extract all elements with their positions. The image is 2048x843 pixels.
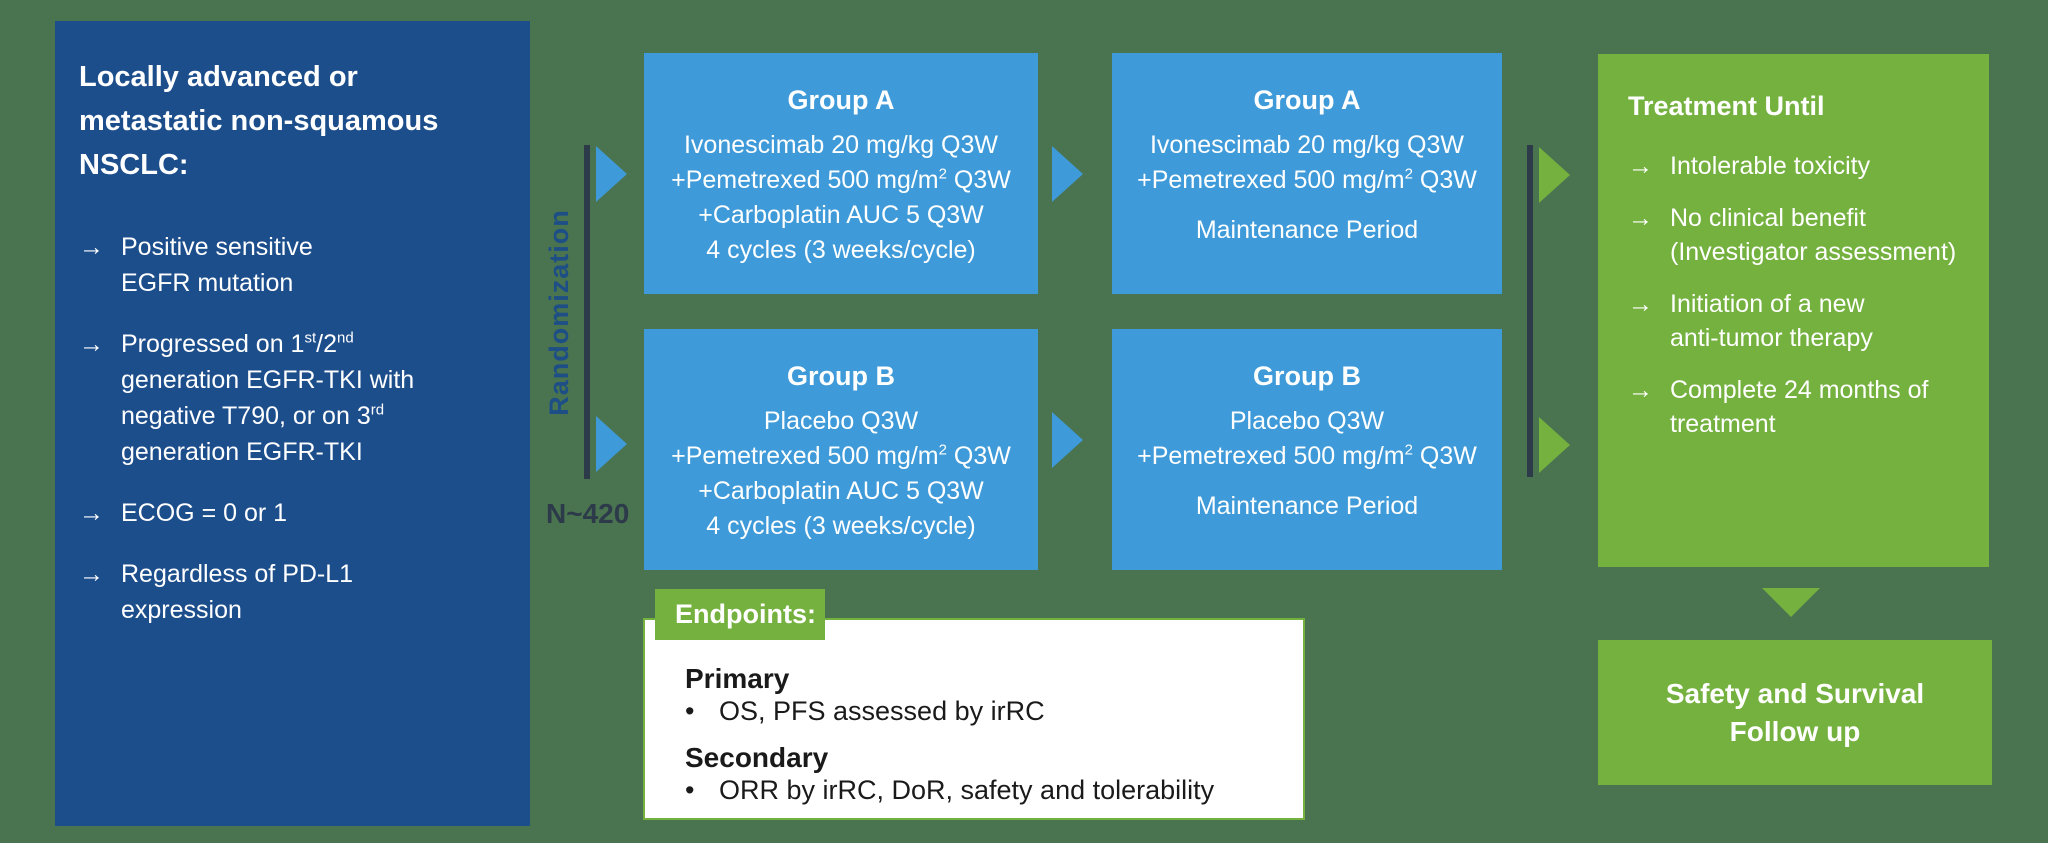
regimen-line: 4 cycles (3 weeks/cycle): [706, 512, 976, 540]
endpoints-tab: Endpoints:: [655, 589, 825, 640]
group-title: Group A: [787, 85, 895, 115]
regimen-line: Placebo Q3W: [763, 407, 919, 435]
eligibility-title-line: metastatic non-squamous: [79, 105, 439, 137]
bullet-line: Positive sensitive: [121, 233, 313, 261]
bullet-line: generation EGFR-TKI with: [121, 366, 415, 394]
eligibility-title: Locally advanced or metastatic non-squam…: [79, 55, 510, 187]
bullet-line: EGFR mutation: [121, 269, 294, 297]
regimen-line: +Carboplatin AUC 5 Q3W: [698, 201, 984, 229]
group-a-induction-box: Group A Ivonescimab 20 mg/kg Q3W +Pemetr…: [644, 53, 1038, 294]
eligibility-bullet: → ECOG = 0 or 1: [79, 495, 510, 531]
arrow-right-icon: →: [1628, 376, 1653, 404]
eligibility-bullet: → Positive sensitive EGFR mutation: [79, 229, 510, 301]
treatment-until-bullet: → Intolerable toxicity: [1628, 149, 1969, 183]
arrow-right-icon: →: [1628, 152, 1653, 180]
arrow-right-icon: →: [1628, 204, 1653, 232]
bullet-dot-icon: •: [685, 775, 695, 805]
endpoints-secondary-label: Secondary: [685, 742, 829, 773]
arrow-right-icon: →: [79, 330, 104, 358]
treatment-until-bullet: → Complete 24 months of treatment: [1628, 373, 1969, 441]
treatment-until-title: Treatment Until: [1628, 91, 1825, 121]
treatment-until-box: Treatment Until → Intolerable toxicity →…: [1598, 54, 1989, 567]
followup-line: Safety and Survival: [1665, 677, 1925, 709]
followup-line: Follow up: [1729, 715, 1861, 747]
group-title: Group B: [1253, 361, 1361, 391]
phase-label: Maintenance Period: [1195, 216, 1419, 244]
treatment-arrow-top-icon: [1539, 147, 1570, 203]
regimen-line: +Pemetrexed 500 mg/m2 Q3W: [1137, 165, 1477, 194]
eligibility-title-line: Locally advanced or: [79, 61, 358, 93]
regimen-line: +Carboplatin AUC 5 Q3W: [698, 477, 984, 505]
bullet-line: anti-tumor therapy: [1670, 324, 1873, 352]
randomization-line: [584, 145, 590, 479]
endpoint-item: • OS, PFS assessed by irRC: [685, 695, 1283, 728]
followup-arrow-down-icon: [1762, 588, 1820, 617]
bullet-line: Complete 24 months of: [1670, 376, 1929, 404]
randomization-arrow-top-icon: [596, 146, 627, 202]
treatment-arrow-bottom-icon: [1539, 417, 1570, 473]
bullet-line: No clinical benefit: [1670, 204, 1866, 232]
arrow-right-icon: →: [79, 560, 104, 588]
treatment-until-bullet: → Initiation of a new anti-tumor therapy: [1628, 287, 1969, 355]
flow-arrow-bottom-icon: [1052, 412, 1083, 468]
endpoints-box: Primary • OS, PFS assessed by irRC Secon…: [643, 618, 1305, 820]
regimen-line: Ivonescimab 20 mg/kg Q3W: [1149, 131, 1464, 159]
arrow-right-icon: →: [79, 233, 104, 261]
eligibility-bullet: → Progressed on 1st/2nd generation EGFR-…: [79, 326, 510, 470]
group-a-maintenance-box: Group A Ivonescimab 20 mg/kg Q3W +Pemetr…: [1112, 53, 1502, 294]
bullet-line: Progressed on 1st/2nd: [121, 329, 354, 358]
bullet-line: negative T790, or on 3rd: [121, 401, 385, 430]
bullet-line: generation EGFR-TKI: [121, 438, 363, 466]
endpoints-primary-label: Primary: [685, 663, 790, 694]
regimen-line: +Pemetrexed 500 mg/m2 Q3W: [671, 441, 1011, 470]
endpoint-item: • ORR by irRC, DoR, safety and tolerabil…: [685, 774, 1283, 807]
bullet-line: (Investigator assessment): [1670, 238, 1957, 266]
regimen-line: 4 cycles (3 weeks/cycle): [706, 236, 976, 264]
regimen-line: +Pemetrexed 500 mg/m2 Q3W: [671, 165, 1011, 194]
regimen-line: +Pemetrexed 500 mg/m2 Q3W: [1137, 441, 1477, 470]
regimen-line: Ivonescimab 20 mg/kg Q3W: [683, 131, 998, 159]
bullet-line: ECOG = 0 or 1: [121, 499, 288, 527]
eligibility-box: Locally advanced or metastatic non-squam…: [55, 21, 530, 826]
group-title: Group A: [1253, 85, 1361, 115]
treatment-connector-line: [1527, 145, 1533, 477]
regimen-line: Placebo Q3W: [1229, 407, 1385, 435]
randomization-arrow-bottom-icon: [596, 416, 627, 472]
sample-size-label: N~420: [546, 498, 630, 529]
phase-label: Maintenance Period: [1195, 492, 1419, 520]
group-title: Group B: [787, 361, 895, 391]
arrow-right-icon: →: [79, 499, 104, 527]
endpoint-item-text: ORR by irRC, DoR, safety and tolerabilit…: [719, 775, 1215, 805]
bullet-line: treatment: [1670, 410, 1776, 438]
treatment-until-bullet: → No clinical benefit (Investigator asse…: [1628, 201, 1969, 269]
randomization-label: Randomization: [543, 208, 574, 416]
followup-box: Safety and Survival Follow up: [1598, 640, 1992, 785]
endpoint-item-text: OS, PFS assessed by irRC: [719, 696, 1045, 726]
eligibility-title-line: NSCLC:: [79, 149, 189, 181]
arrow-right-icon: →: [1628, 290, 1653, 318]
bullet-line: expression: [121, 596, 242, 624]
eligibility-bullet: → Regardless of PD-L1 expression: [79, 556, 510, 628]
bullet-line: Regardless of PD-L1: [121, 560, 354, 588]
group-b-maintenance-box: Group B Placebo Q3W +Pemetrexed 500 mg/m…: [1112, 329, 1502, 570]
bullet-line: Initiation of a new: [1670, 290, 1865, 318]
group-b-induction-box: Group B Placebo Q3W +Pemetrexed 500 mg/m…: [644, 329, 1038, 570]
bullet-line: Intolerable toxicity: [1670, 152, 1871, 180]
flow-arrow-top-icon: [1052, 146, 1083, 202]
bullet-dot-icon: •: [685, 696, 695, 726]
